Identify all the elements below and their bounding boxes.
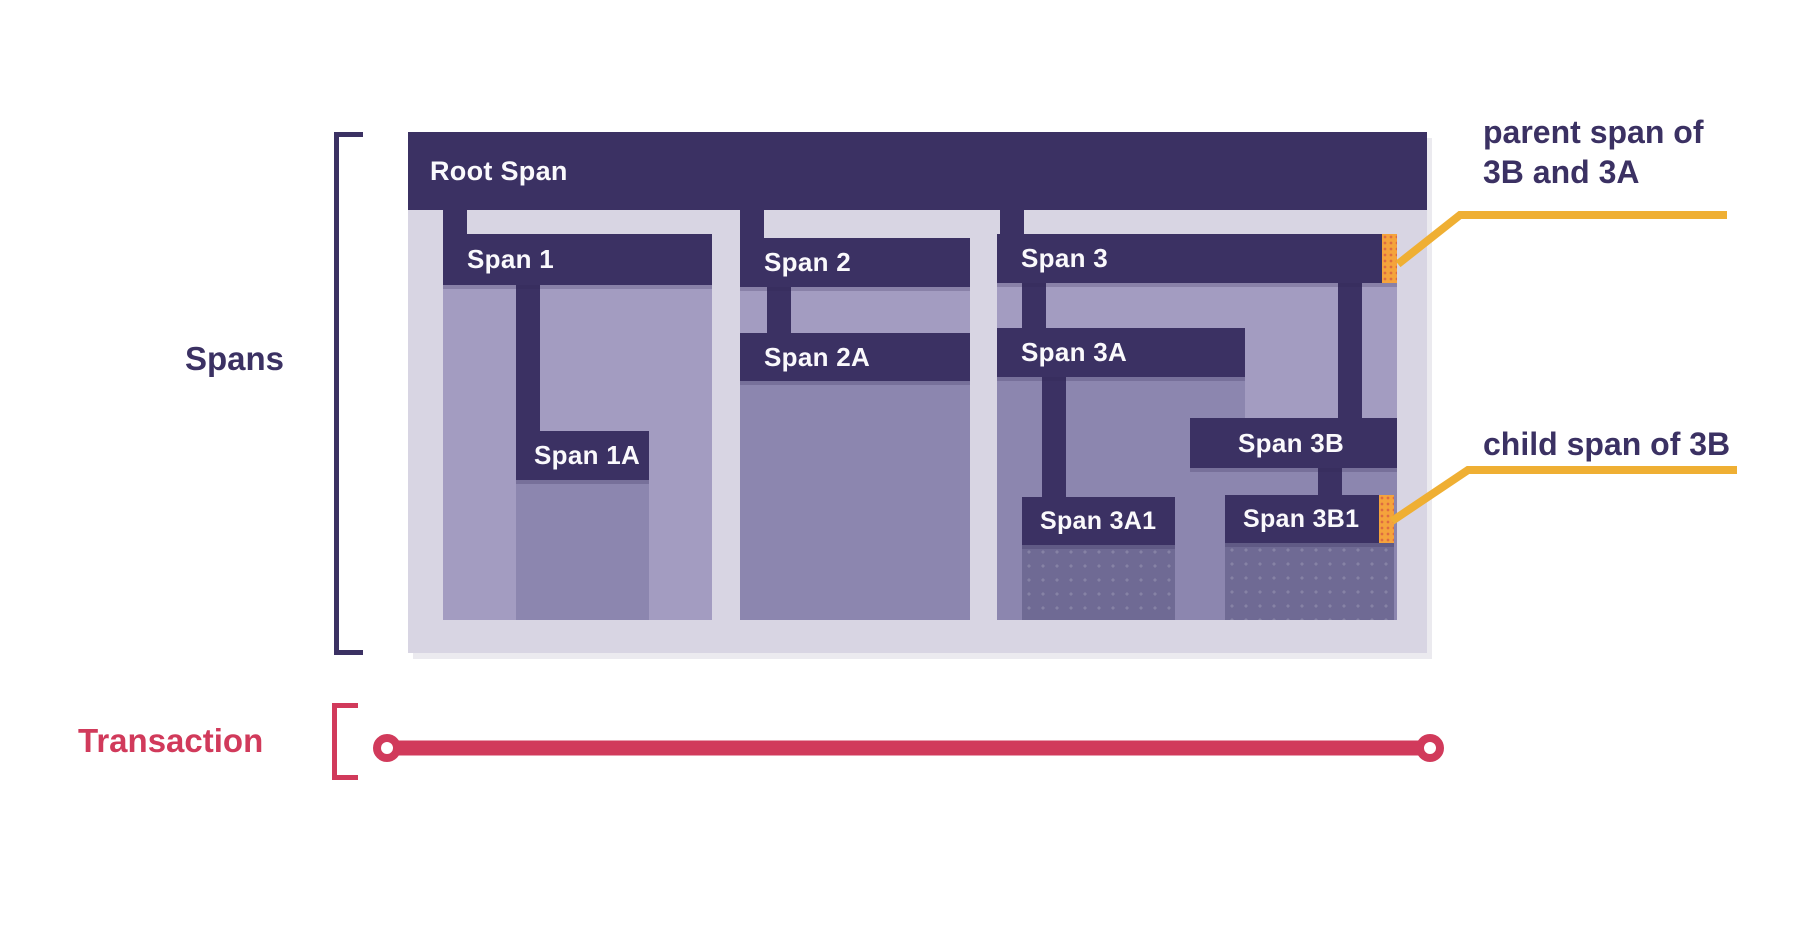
callout-line-child-span: [1389, 466, 1737, 525]
connector-root-to-span2: [740, 208, 764, 240]
connector-span2-to-span2a: [767, 287, 791, 333]
span3b-bar: Span 3B: [1190, 418, 1397, 468]
span3-bar: Span 3: [997, 234, 1397, 283]
span3a-bar-label: Span 3A: [1021, 337, 1128, 367]
connector-span3-to-span3a: [1022, 283, 1046, 328]
span3b1-duration-region: [1225, 543, 1394, 620]
span1-bar-label: Span 1: [467, 244, 555, 274]
span3-bar-label: Span 3: [1021, 243, 1109, 273]
span3b-bar-label: Span 3B: [1238, 427, 1345, 458]
spans-bracket: [334, 132, 363, 655]
span1a-bar-label: Span 1A: [534, 440, 641, 470]
annotation-parent-span: parent span of 3B and 3A: [1483, 112, 1703, 192]
span3b1-child-highlight-marker: [1379, 495, 1394, 543]
span2-bar-label: Span 2: [764, 247, 852, 277]
span3a1-bar: Span 3A1: [1022, 497, 1175, 545]
spans-label: Spans: [185, 340, 285, 377]
transaction-end-circle: [1416, 734, 1444, 762]
span3a1-bar-label: Span 3A1: [1040, 506, 1157, 535]
span3a-bar: Span 3A: [997, 328, 1245, 377]
span2a-bar-label: Span 2A: [764, 341, 871, 372]
span3b1-bar-label: Span 3B1: [1243, 504, 1360, 533]
annotation-parent-span-line2: 3B and 3A: [1483, 154, 1640, 190]
transaction-label: Transaction: [78, 722, 264, 759]
connector-span3a-to-span3a1: [1042, 377, 1066, 497]
transaction-start-circle: [373, 734, 401, 762]
span3a1-duration-region: [1022, 545, 1175, 620]
callout-line-parent-span: [1395, 211, 1727, 268]
connector-root-to-span3: [1000, 208, 1024, 236]
span2a-duration-region: [740, 381, 970, 620]
connector-span3-to-span3b: [1338, 283, 1362, 418]
transaction-bracket: [332, 703, 358, 780]
connector-span1-to-span1a: [516, 285, 540, 431]
annotation-child-span: child span of 3B: [1483, 426, 1731, 462]
span1a-bar: Span 1A: [516, 431, 649, 480]
connector-root-to-span1: [443, 208, 467, 238]
span1-bar: Span 1: [443, 234, 712, 285]
span1a-duration-region: [516, 480, 649, 620]
span2a-bar: Span 2A: [740, 333, 970, 381]
span2-bar: Span 2: [740, 238, 970, 287]
root-span-bar-label: Root Span: [430, 155, 568, 186]
annotation-parent-span-line1: parent span of: [1483, 114, 1704, 150]
root-span-bar: Root Span: [408, 132, 1427, 210]
span3b1-bar: Span 3B1: [1225, 495, 1394, 543]
span3-parent-highlight-marker: [1382, 234, 1397, 283]
connector-span3b-to-span3b1: [1318, 468, 1342, 495]
